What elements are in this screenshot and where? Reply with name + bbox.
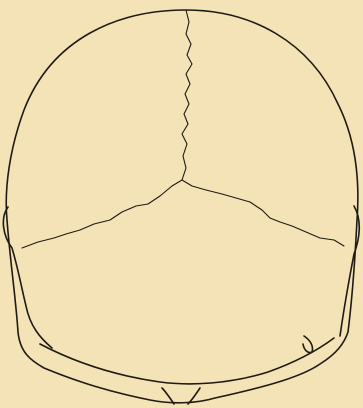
lambdoid-suture-right: [182, 180, 344, 246]
skull-outer-outline: [6, 10, 358, 403]
sagittal-suture: [182, 10, 192, 180]
inner-occipital-line: [40, 338, 334, 384]
small-right-tubercle: [303, 336, 313, 353]
left-ear-outline: [3, 207, 52, 348]
lambdoid-suture-left: [22, 180, 182, 248]
